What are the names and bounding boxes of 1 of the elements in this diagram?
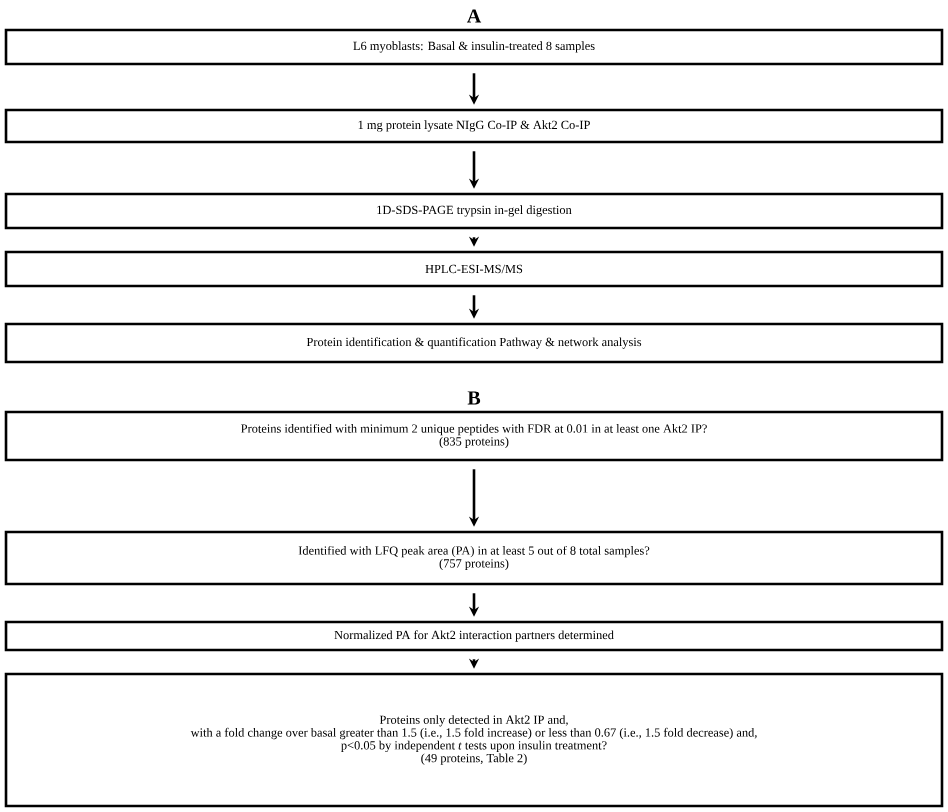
panel-letter: B — [467, 391, 481, 405]
